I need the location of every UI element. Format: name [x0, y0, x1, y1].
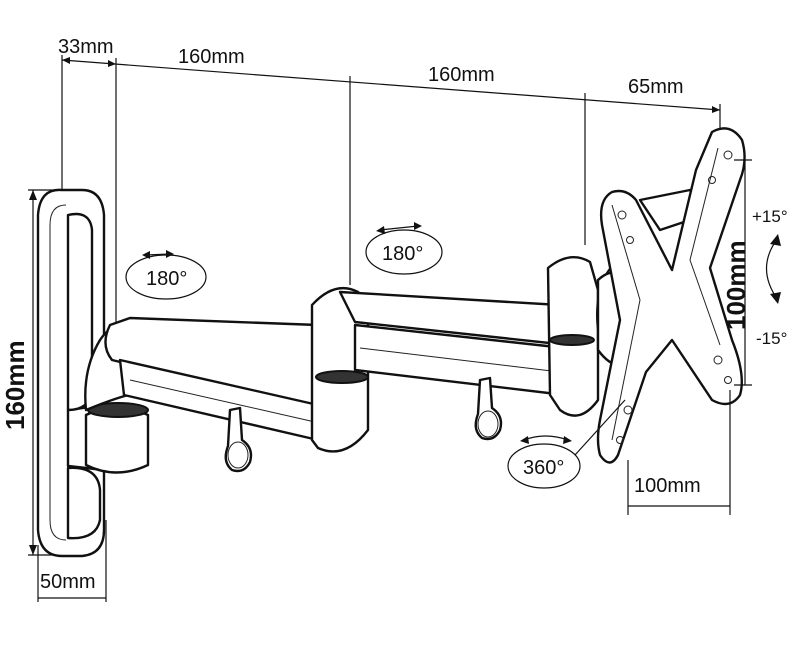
dimension-bottom-50mm: 50mm: [40, 571, 96, 593]
dimension-top-160mm-second: 160mm: [428, 64, 495, 86]
dimension-top-33mm: 33mm: [58, 36, 114, 58]
top-dimension-line: [61, 55, 721, 330]
bottom-width-dimension: [37, 520, 107, 602]
rotation-label-second: 180°: [382, 243, 423, 265]
cable-clip-first: [224, 406, 253, 473]
wall-joint: [84, 324, 150, 474]
plate-width-dimension: [627, 390, 731, 515]
rotation-label-swivel: 360°: [523, 457, 564, 479]
wall-plate: [36, 188, 106, 558]
rotation-badge-second: [365, 222, 443, 275]
rotation-badge-first: [125, 250, 207, 300]
dimension-plate-100mm-horizontal: 100mm: [634, 475, 701, 497]
dimension-left-160mm: 160mm: [0, 340, 30, 430]
left-height-dimension: [28, 189, 62, 556]
plate-height-dimension: [734, 159, 752, 386]
rotation-label-first: 180°: [146, 268, 187, 290]
vesa-plate: [596, 127, 746, 464]
cable-clip-second: [474, 376, 503, 441]
dimension-top-65mm: 65mm: [628, 76, 684, 98]
second-arm: [338, 256, 600, 417]
dimension-plate-100mm-vertical: 100mm: [721, 240, 751, 330]
rotation-badge-swivel: [507, 399, 626, 489]
tilt-up-label: +15°: [752, 207, 788, 226]
tilt-down-label: -15°: [756, 329, 787, 348]
tilt-arrow-icon: [766, 234, 781, 304]
dimension-top-160mm-first: 160mm: [178, 46, 245, 68]
first-arm: [104, 287, 370, 453]
